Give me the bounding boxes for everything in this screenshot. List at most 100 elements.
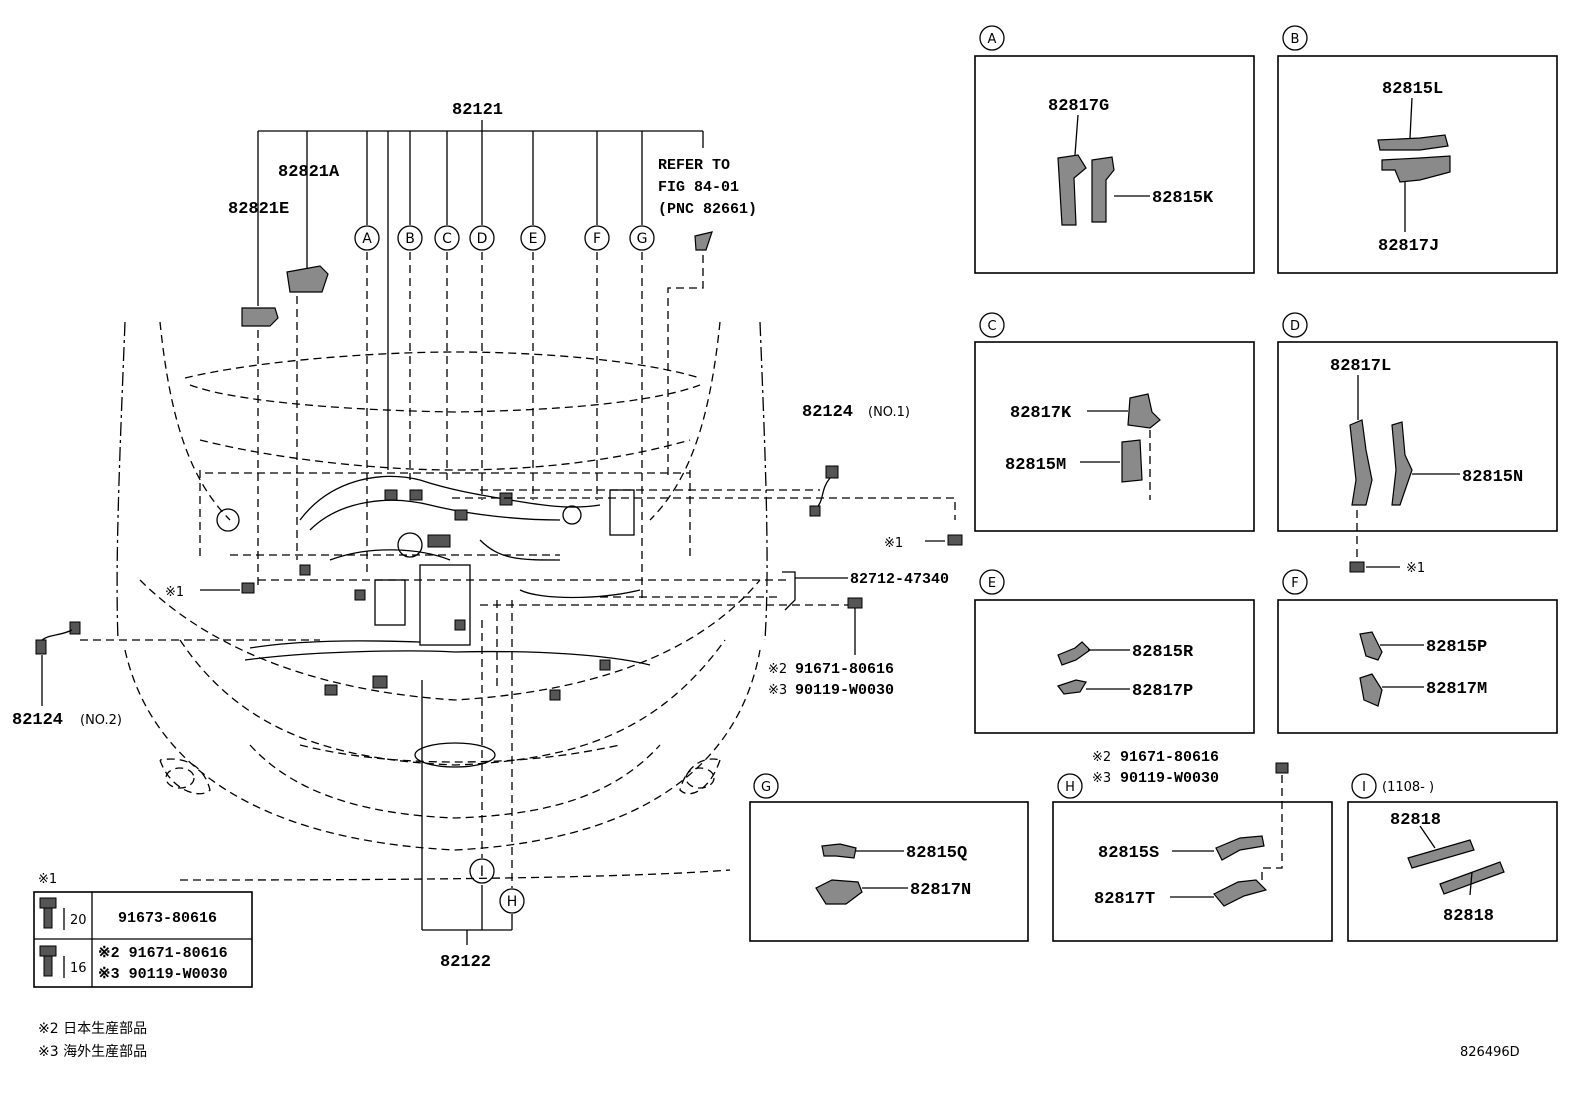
refer-line-3: (PNC 82661) bbox=[658, 201, 757, 218]
svg-text:※1: ※1 bbox=[38, 872, 57, 887]
main-labels: 82121 82821A 82821E REFER TO FIG 84-01 (… bbox=[12, 101, 1425, 972]
svg-text:82817M: 82817M bbox=[1426, 680, 1487, 699]
label-no2: (NO.2) bbox=[80, 713, 122, 728]
svg-text:82815M: 82815M bbox=[1005, 456, 1066, 475]
label-x2-main: ※2 bbox=[768, 662, 787, 677]
svg-text:F: F bbox=[593, 231, 601, 247]
label-82124-no2: 82124 bbox=[12, 711, 63, 730]
svg-text:I: I bbox=[1362, 780, 1366, 795]
svg-text:※3: ※3 bbox=[1092, 771, 1111, 786]
inset-E: E 82815R 82817P bbox=[974, 569, 1255, 734]
callout-A: A bbox=[354, 225, 380, 251]
svg-text:A: A bbox=[362, 231, 372, 247]
svg-text:C: C bbox=[442, 231, 452, 247]
svg-text:82818: 82818 bbox=[1390, 811, 1441, 830]
svg-text:82817N: 82817N bbox=[910, 881, 971, 900]
callout-I: I bbox=[469, 858, 495, 884]
label-bolt-a-main: 91671-80616 bbox=[795, 661, 894, 678]
svg-text:※3 海外生産部品: ※3 海外生産部品 bbox=[38, 1044, 147, 1060]
vehicle-outline bbox=[116, 321, 768, 881]
svg-text:A: A bbox=[988, 32, 997, 47]
callout-H: H bbox=[499, 888, 525, 914]
svg-text:82817P: 82817P bbox=[1132, 682, 1193, 701]
figure-id: 826496D bbox=[1460, 1045, 1520, 1060]
callout-letters: A B C D E F G I H bbox=[354, 225, 655, 914]
svg-text:82817K: 82817K bbox=[1010, 404, 1072, 423]
inset-H: H 82815S 82817T ※2 91671-80616 ※3 90119-… bbox=[1052, 749, 1333, 942]
bolt-main-right bbox=[847, 597, 863, 655]
part-82124-no1-shape bbox=[809, 465, 839, 517]
svg-text:82815S: 82815S bbox=[1098, 844, 1159, 863]
svg-text:E: E bbox=[988, 576, 996, 591]
leader-82122 bbox=[421, 600, 513, 945]
svg-text:E: E bbox=[529, 231, 538, 247]
svg-text:82817J: 82817J bbox=[1378, 237, 1439, 256]
callout-C: C bbox=[434, 225, 460, 251]
label-82121: 82121 bbox=[452, 101, 503, 120]
callout-E: E bbox=[520, 225, 546, 251]
inset-I: I (1108- ) 82818 82818 bbox=[1347, 773, 1558, 942]
svg-text:G: G bbox=[761, 780, 771, 795]
label-x1-c: ※1 bbox=[884, 536, 903, 551]
label-82124-no1: 82124 bbox=[802, 403, 853, 422]
svg-text:B: B bbox=[1291, 32, 1300, 47]
svg-text:82817L: 82817L bbox=[1330, 357, 1391, 376]
part-82124-no2-shape bbox=[35, 621, 81, 655]
bolt-legend: ※1 20 91673-80616 16 ※2 91671-80616 ※3 9… bbox=[33, 872, 253, 988]
svg-text:(1108- ): (1108- ) bbox=[1382, 780, 1434, 795]
label-x1-left: ※1 bbox=[165, 585, 184, 600]
label-bolt-b-main: 90119-W0030 bbox=[795, 682, 894, 699]
svg-text:82815N: 82815N bbox=[1462, 468, 1523, 487]
svg-text:90119-W0030: 90119-W0030 bbox=[1120, 770, 1219, 787]
label-no1: (NO.1) bbox=[868, 405, 910, 420]
leaders-right bbox=[41, 489, 956, 706]
inset-F: F 82815P 82817M bbox=[1277, 569, 1558, 734]
svg-text:D: D bbox=[477, 231, 488, 247]
svg-text:I: I bbox=[480, 864, 484, 880]
svg-text:※2 日本生産部品: ※2 日本生産部品 bbox=[38, 1021, 147, 1037]
svg-text:82815L: 82815L bbox=[1382, 80, 1443, 99]
svg-text:G: G bbox=[637, 231, 648, 247]
callout-G: G bbox=[629, 225, 655, 251]
svg-text:H: H bbox=[507, 894, 518, 910]
refer-line-2: FIG 84-01 bbox=[658, 179, 739, 196]
bolt-inset-c bbox=[925, 534, 963, 546]
part-82821E-shape bbox=[241, 307, 279, 327]
inset-A: A 82817G 82815K bbox=[974, 25, 1255, 274]
bolt-inset-d bbox=[1349, 510, 1400, 573]
bolt-main-left bbox=[200, 582, 255, 594]
svg-text:82815P: 82815P bbox=[1426, 638, 1487, 657]
svg-text:91671-80616: 91671-80616 bbox=[1120, 749, 1219, 766]
part-82712-shape bbox=[782, 571, 848, 611]
svg-text:82815R: 82815R bbox=[1132, 643, 1194, 662]
svg-text:16: 16 bbox=[70, 961, 87, 976]
svg-text:B: B bbox=[405, 231, 415, 247]
svg-text:F: F bbox=[1291, 576, 1298, 591]
svg-text:H: H bbox=[1065, 780, 1075, 795]
label-x1-d: ※1 bbox=[1406, 561, 1425, 576]
engine-bay bbox=[216, 475, 651, 701]
leader-82121 bbox=[205, 120, 704, 600]
callout-F: F bbox=[584, 225, 610, 251]
svg-text:D: D bbox=[1290, 319, 1300, 334]
svg-text:82817G: 82817G bbox=[1048, 97, 1109, 116]
svg-text:C: C bbox=[987, 319, 996, 334]
svg-text:※2: ※2 bbox=[1092, 750, 1111, 765]
refer-line-1: REFER TO bbox=[658, 157, 730, 174]
label-82712: 82712-47340 bbox=[850, 571, 949, 588]
label-x3-main: ※3 bbox=[768, 683, 787, 698]
part-refer-shape bbox=[694, 231, 713, 251]
svg-text:※3 90119-W0030: ※3 90119-W0030 bbox=[98, 966, 228, 983]
inset-B: B 82815L 82817J bbox=[1277, 25, 1558, 274]
callout-D: D bbox=[469, 225, 495, 251]
svg-text:20: 20 bbox=[70, 913, 87, 928]
inset-D: D 82817L 82815N bbox=[1277, 312, 1558, 532]
label-82821A: 82821A bbox=[278, 163, 340, 182]
label-82122: 82122 bbox=[440, 953, 491, 972]
svg-text:82815K: 82815K bbox=[1152, 189, 1214, 208]
label-82821E: 82821E bbox=[228, 200, 289, 219]
svg-text:82817T: 82817T bbox=[1094, 890, 1155, 909]
inset-C: C 82817K 82815M bbox=[974, 312, 1255, 532]
svg-text:※2 91671-80616: ※2 91671-80616 bbox=[98, 945, 228, 962]
